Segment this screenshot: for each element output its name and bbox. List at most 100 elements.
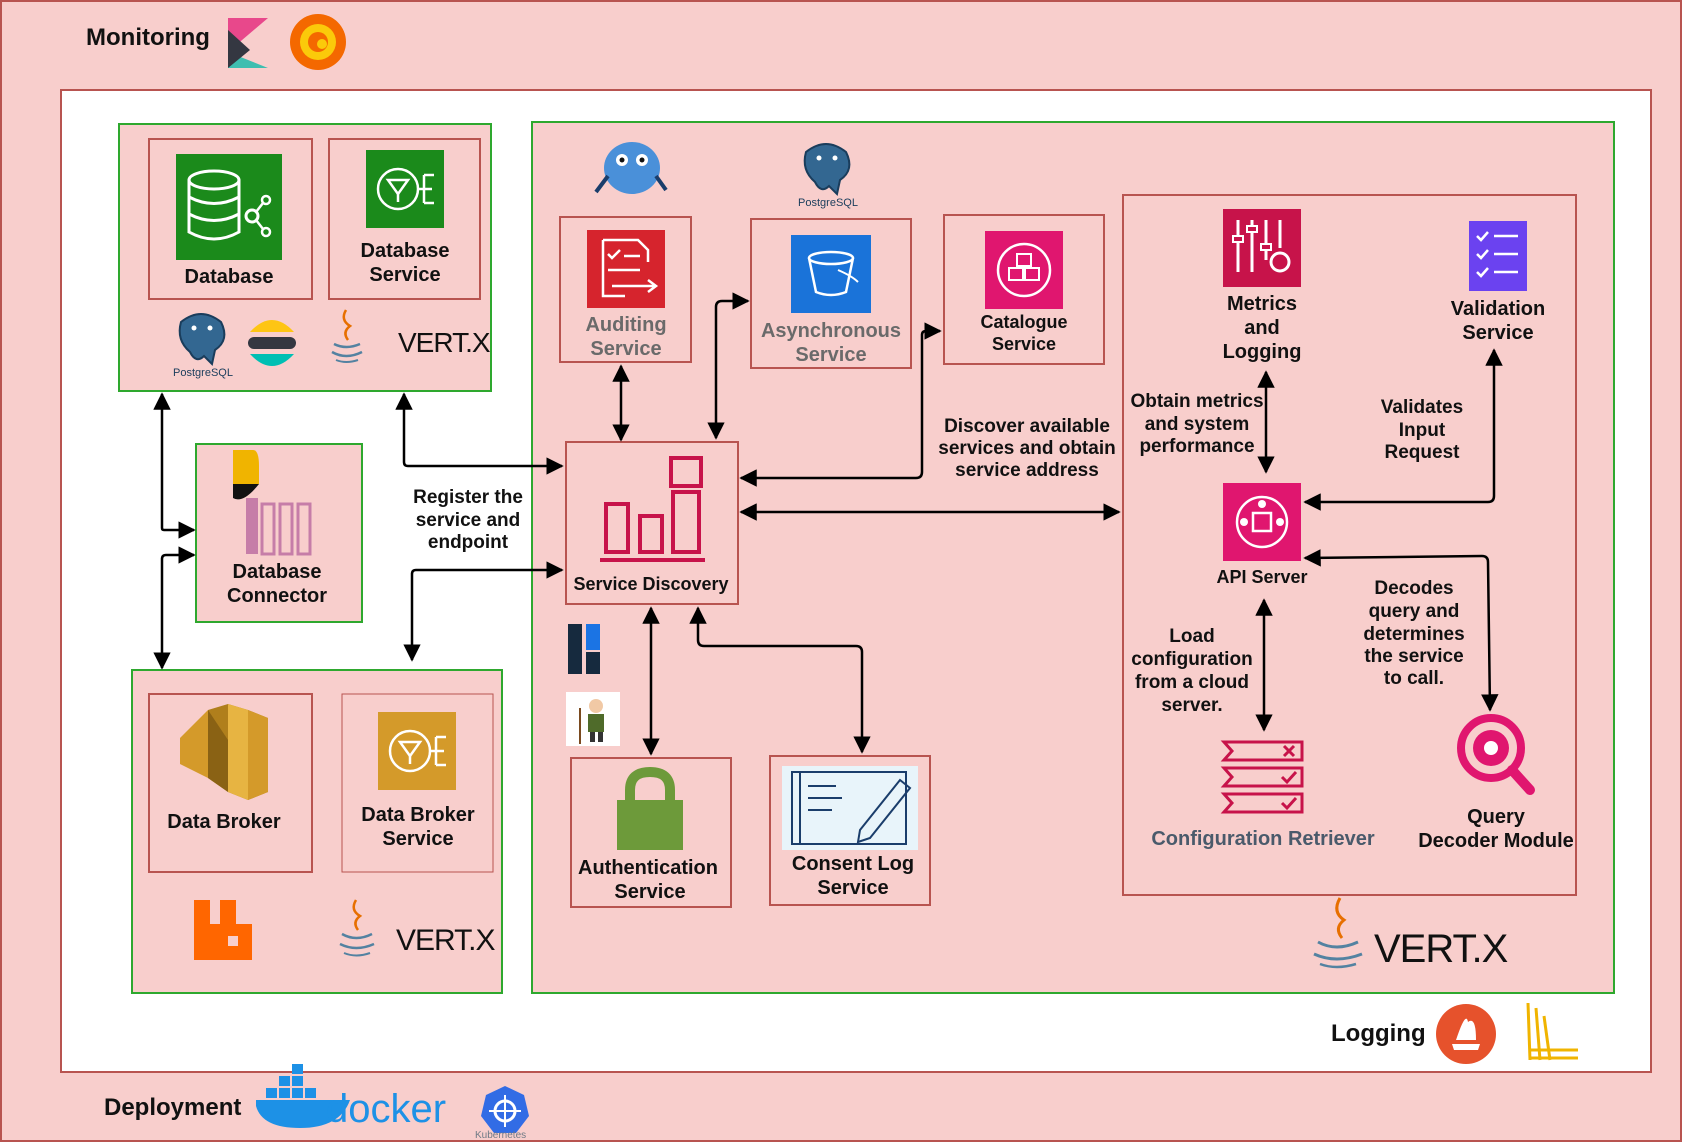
data-broker-service-icon: [378, 712, 456, 790]
kubernetes-wordmark: Kubernetes: [475, 1130, 526, 1141]
grafana-icon: [290, 14, 346, 70]
java-icon-core: [1313, 897, 1363, 969]
connector-broker-to-sd: [403, 561, 564, 662]
elasticsearch-icon: [248, 320, 296, 366]
docker-wordmark: docker: [326, 1087, 446, 1131]
vertx-logo: VERT.X: [398, 327, 491, 358]
authentication-service-label-1: Authentication: [578, 857, 718, 879]
consent-log-service-label-2: Service: [817, 877, 888, 899]
data-broker-icon: [180, 704, 268, 800]
asynchronous-service-label-2: Service: [795, 344, 866, 366]
consent-log-icon: [782, 766, 918, 850]
data-broker-label: Data Broker: [167, 811, 281, 833]
load-annotation-1: Load: [1169, 626, 1214, 647]
metrics-annotation-1: Obtain metrics: [1130, 391, 1263, 412]
vertx-logo-core: VERT.X: [1374, 927, 1508, 971]
monitoring-label: Monitoring: [86, 24, 210, 51]
register-annotation-3: endpoint: [428, 532, 509, 553]
query-decoder-icon[interactable]: [1457, 714, 1535, 795]
database-connector-label-2: Connector: [227, 585, 327, 607]
golang-gopher-icon: [594, 142, 668, 194]
connector-validation-to-api: [1303, 348, 1503, 511]
database-service-label-2: Service: [369, 264, 440, 286]
metrics-label-1: Metrics: [1227, 293, 1297, 315]
configuration-retriever-label: Configuration Retriever: [1151, 828, 1375, 850]
auditing-service-icon: [587, 230, 665, 308]
connector-async-to-sd: [707, 292, 750, 440]
docker-icon: [256, 1064, 350, 1128]
service-discovery-label: Service Discovery: [573, 574, 728, 594]
metrics-label-2: and: [1244, 317, 1280, 339]
kubernetes-icon: [481, 1086, 529, 1133]
deployment-label: Deployment: [104, 1094, 241, 1121]
register-annotation-1: Register the: [413, 487, 523, 508]
database-connector-icon: [233, 450, 312, 556]
service-discovery-box[interactable]: [565, 441, 739, 605]
validates-annotation-1: Validates: [1381, 397, 1463, 418]
java-icon: [331, 309, 363, 363]
connector-api-to-query: [1303, 549, 1499, 712]
connector-database-to-db-connector: [153, 392, 196, 539]
authentication-service-label-2: Service: [614, 881, 685, 903]
connector-db-service-to-sd: [395, 392, 564, 475]
authentication-lock-icon: [617, 766, 683, 850]
discover-annotation-1: Discover available: [944, 416, 1110, 437]
postgresql-icon: [178, 313, 226, 367]
validation-service-label-1: Validation: [1451, 298, 1545, 320]
data-broker-service-label-2: Service: [382, 828, 453, 850]
tomcat-mascot-icon: [566, 692, 620, 746]
decodes-annotation-1: Decodes: [1374, 578, 1453, 599]
database-icon: [176, 154, 282, 260]
decodes-annotation-2: query and: [1369, 601, 1460, 622]
validates-annotation-2: Input: [1399, 420, 1446, 441]
query-decoder-label-2: Decoder Module: [1418, 830, 1574, 852]
connector-sd-to-consent: [689, 606, 871, 754]
connector-catalogue-to-sd: [739, 322, 942, 487]
database-service-label-1: Database: [361, 240, 450, 262]
asynchronous-service-icon: [791, 235, 871, 313]
connector-db-connector-to-broker: [153, 546, 196, 670]
api-server-icon[interactable]: [1223, 483, 1301, 561]
auditing-service-label-1: Auditing: [585, 314, 666, 336]
logging-label: Logging: [1331, 1020, 1426, 1047]
data-broker-service-label-1: Data Broker: [361, 804, 475, 826]
catalogue-service-icon: [985, 231, 1063, 309]
database-service-icon: [366, 150, 444, 228]
catalogue-service-label-2: Service: [992, 334, 1056, 354]
metrics-label-3: Logging: [1223, 341, 1302, 363]
validation-service-label-2: Service: [1462, 322, 1533, 344]
catalogue-service-label-1: Catalogue: [980, 312, 1067, 332]
load-annotation-3: from a cloud: [1135, 672, 1249, 693]
decodes-annotation-5: to call.: [1384, 668, 1444, 689]
load-annotation-4: server.: [1161, 695, 1222, 716]
auditing-service-label-2: Service: [590, 338, 661, 360]
vertx-logo-broker: VERT.X: [396, 924, 495, 957]
postgresql-wordmark: PostgreSQL: [173, 367, 233, 379]
asynchronous-service-label-1: Asynchronous: [761, 320, 901, 342]
metrics-annotation-2: and system: [1145, 414, 1250, 435]
hashicorp-icon: [568, 624, 600, 674]
java-icon-broker: [339, 899, 375, 957]
database-label: Database: [185, 266, 274, 288]
validation-service-icon[interactable]: [1469, 221, 1527, 291]
metrics-annotation-3: performance: [1139, 436, 1254, 457]
logstash-icon: [1526, 1002, 1578, 1061]
api-server-label: API Server: [1216, 567, 1307, 587]
metrics-logging-icon[interactable]: [1223, 209, 1301, 287]
decodes-annotation-4: the service: [1364, 646, 1463, 667]
decodes-annotation-3: determines: [1363, 624, 1464, 645]
register-annotation-2: service and: [416, 510, 521, 531]
database-connector-label-1: Database: [233, 561, 322, 583]
rabbitmq-icon: [194, 900, 252, 960]
query-decoder-label-1: Query: [1467, 806, 1526, 828]
service-discovery-icon: [600, 456, 705, 562]
consent-log-service-label-1: Consent Log: [792, 853, 914, 875]
discover-annotation-2: services and obtain: [938, 438, 1115, 459]
kibana-icon: [228, 18, 268, 68]
postgresql-wordmark-async: PostgreSQL: [798, 197, 858, 209]
postgresql-icon-async: [803, 143, 851, 197]
load-annotation-2: configuration: [1131, 649, 1252, 670]
configuration-retriever-icon[interactable]: [1220, 740, 1304, 814]
